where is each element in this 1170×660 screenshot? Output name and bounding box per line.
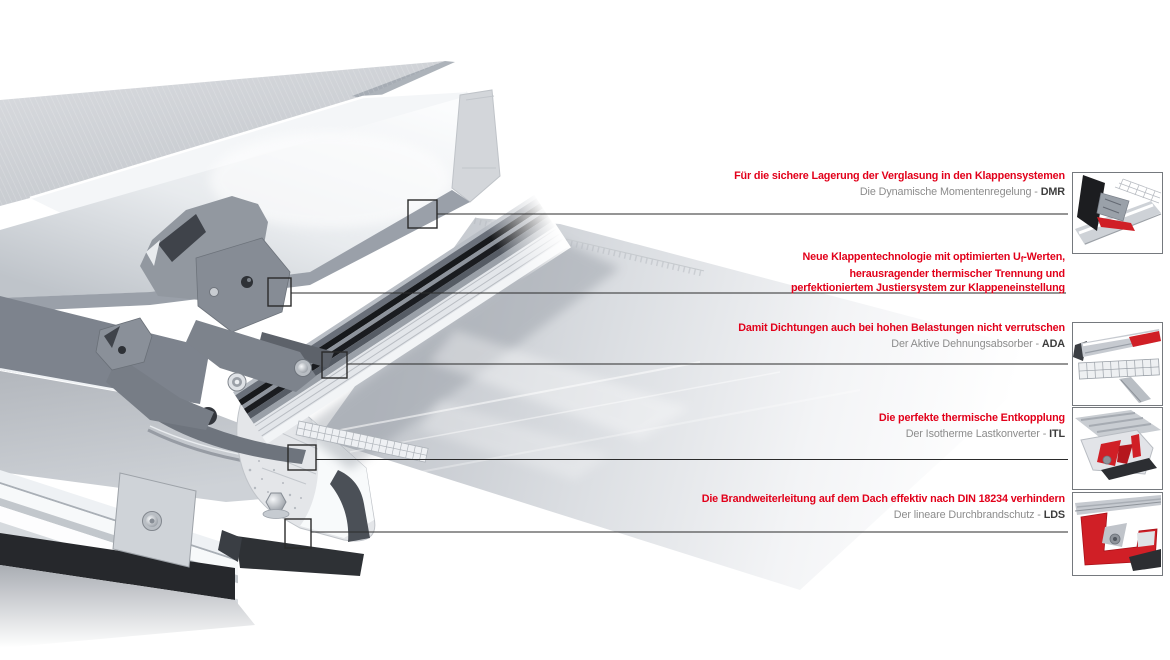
sheet-honeycomb-edge — [295, 420, 429, 463]
dmr-glazing-bar-cross-section-thumbnail — [1072, 172, 1163, 254]
ada-expansion-absorber-cross-section-thumbnail — [1072, 322, 1163, 406]
annotation-klappentechnologie: Neue Klappentechnologie mit optimierten … — [505, 250, 1065, 295]
heading-line1-post: -Werten, — [1023, 251, 1065, 263]
annotation-sublabel: Der lineare Durchbrandschutz - LDS — [505, 508, 1065, 523]
sublabel-abbr: DMR — [1040, 186, 1065, 198]
callout-box-lds — [284, 518, 312, 549]
heading-subscript: f — [1020, 255, 1024, 264]
hinge-screw — [209, 287, 219, 297]
base-frame-profile — [0, 296, 314, 648]
flap-glass-panel — [0, 61, 455, 206]
annotation-lds: Die Brandweiterleitung auf dem Dach effe… — [505, 492, 1065, 523]
heading-line1-pre: Neue Klappentechnologie mit optimierten … — [802, 251, 1021, 263]
annotation-heading: Damit Dichtungen auch bei hohen Belastun… — [738, 322, 1065, 334]
hex-bolt — [265, 492, 287, 512]
hinge-assembly — [95, 196, 334, 464]
annotation-heading: Die perfekte thermische Entkopplung — [878, 412, 1065, 424]
callout-box-itl — [287, 444, 317, 471]
sublabel-text: Der Isotherme Lastkonverter - — [905, 428, 1050, 440]
annotation-sublabel: Der Aktive Dehnungsabsorber - ADA — [505, 337, 1065, 352]
sublabel-abbr: ADA — [1041, 338, 1065, 350]
hinge-pivot-hole — [241, 276, 253, 288]
sublabel-text: Der lineare Durchbrandschutz - — [893, 509, 1044, 521]
lds-fire-protection-cross-section-thumbnail — [1072, 492, 1163, 576]
annotation-ada: Damit Dichtungen auch bei hohen Belastun… — [505, 321, 1065, 352]
annotation-heading: Neue Klappentechnologie mit optimierten … — [505, 250, 1065, 267]
callout-box-klappentechnologie — [267, 277, 292, 307]
annotation-heading-line3: perfektioniertem Justiersystem zur Klapp… — [790, 282, 1065, 294]
annotation-itl: Die perfekte thermische Entkopplung Der … — [505, 411, 1065, 442]
annotation-dmr: Für die sichere Lagerung der Verglasung … — [505, 169, 1065, 200]
callout-box-ada — [321, 351, 348, 379]
red-fire-barrier-channel — [1080, 512, 1158, 566]
sublabel-text: Der Aktive Dehnungsabsorber - — [891, 338, 1042, 350]
itl-load-converter-cross-section-thumbnail — [1072, 407, 1163, 490]
annotation-heading: Für die sichere Lagerung der Verglasung … — [734, 170, 1065, 182]
annotation-sublabel: Die Dynamische Momentenregelung - DMR — [505, 185, 1065, 200]
sublabel-text: Die Dynamische Momentenregelung - — [859, 186, 1041, 198]
annotation-heading: Die Brandweiterleitung auf dem Dach effe… — [701, 493, 1065, 505]
sublabel-abbr: LDS — [1043, 509, 1065, 521]
sublabel-abbr: ITL — [1049, 428, 1065, 440]
annotation-heading-line2: herausragender thermischer Trennung und — [849, 268, 1065, 280]
red-gasket — [1097, 217, 1135, 231]
red-absorber-strip — [1129, 331, 1161, 347]
annotation-sublabel: Der Isotherme Lastkonverter - ITL — [505, 427, 1065, 442]
